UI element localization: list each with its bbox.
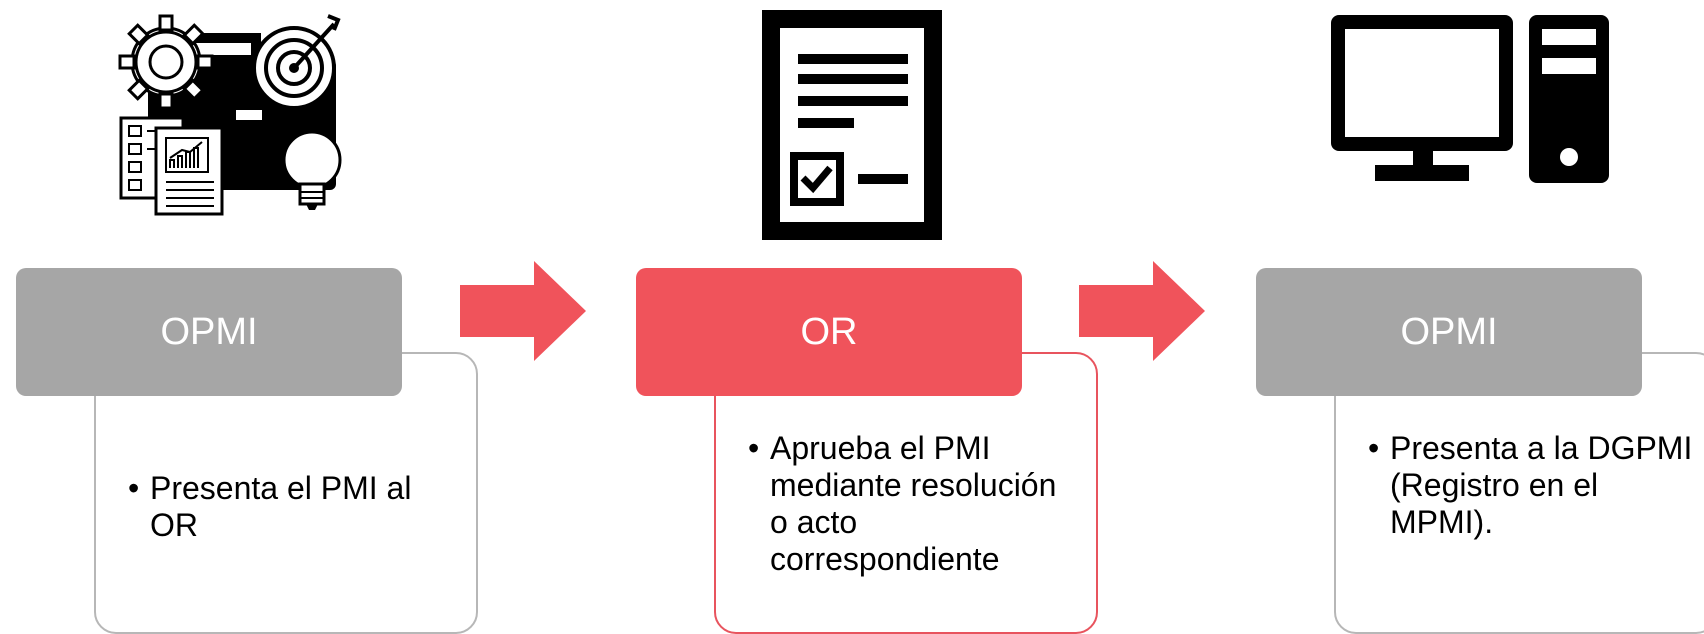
step-2-bullet-list: Aprueba el PMI mediante resolución o act…: [748, 430, 1080, 578]
document-checklist-icon: [762, 10, 942, 240]
step-2-detail-box: Aprueba el PMI mediante resolución o act…: [714, 352, 1098, 634]
flow-arrow-1: [460, 261, 586, 361]
step-1-bullet: Presenta el PMI al OR: [128, 470, 460, 544]
step-1-header: OPMI: [16, 268, 402, 396]
step-3-header: OPMI: [1256, 268, 1642, 396]
step-1-detail-box: Presenta el PMI al OR: [94, 352, 478, 634]
step-3-detail-box: Presenta a la DGPMI (Registro en el MPMI…: [1334, 352, 1704, 634]
desktop-computer-icon: [1331, 15, 1609, 183]
strategy-briefcase-icon: [118, 14, 342, 216]
step-2-bullet: Aprueba el PMI mediante resolución o act…: [748, 430, 1080, 578]
step-1-bullet-list: Presenta el PMI al OR: [128, 470, 460, 544]
step-3-bullet: Presenta a la DGPMI (Registro en el MPMI…: [1368, 430, 1700, 541]
step-3-bullet-list: Presenta a la DGPMI (Registro en el MPMI…: [1368, 430, 1700, 541]
step-2-header: OR: [636, 268, 1022, 396]
flow-arrow-2: [1079, 261, 1205, 361]
